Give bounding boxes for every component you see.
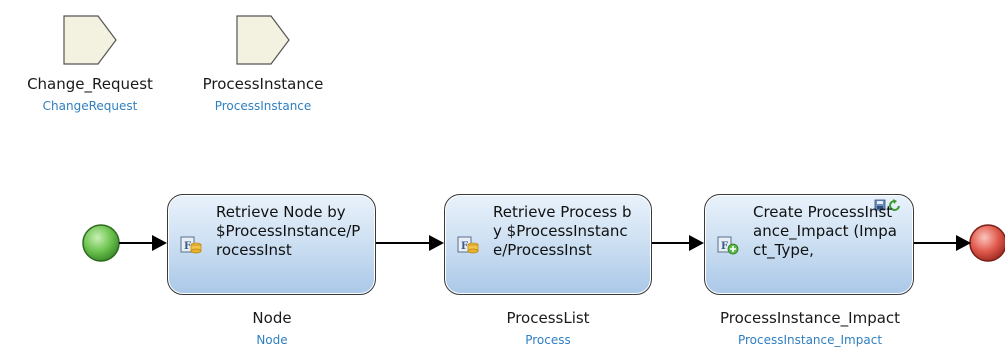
sequence-flow-3[interactable] <box>652 235 704 251</box>
activity-retrieve-process[interactable]: F Retrieve Process by $ProcessInstance/P… <box>444 194 652 295</box>
create-object-icon: F <box>717 236 739 255</box>
sequence-flow-4[interactable] <box>914 235 971 251</box>
svg-text:F: F <box>461 241 468 252</box>
start-event-icon[interactable] <box>82 224 120 262</box>
commit-icon <box>874 199 886 211</box>
sequence-flow-1[interactable] <box>119 235 167 251</box>
end-event-icon[interactable] <box>969 224 1005 262</box>
output-variable-name: ProcessList <box>506 309 590 327</box>
parameter-name: Change_Request <box>27 75 153 93</box>
parameter-shape-process-instance[interactable] <box>236 15 290 65</box>
svg-text:F: F <box>721 241 728 252</box>
output-variable-type: Node <box>256 333 288 347</box>
activity-badges <box>874 199 900 211</box>
activity-retrieve-node[interactable]: F Retrieve Node by $ProcessInstance/Proc… <box>167 194 376 295</box>
parameter-name: ProcessInstance <box>202 75 324 93</box>
refresh-icon <box>889 199 900 211</box>
sequence-flow-2[interactable] <box>376 235 444 251</box>
activity-caption: Retrieve Node by $ProcessInstance/Proces… <box>216 203 361 259</box>
output-variable-name: ProcessInstance_Impact <box>719 309 901 327</box>
svg-text:F: F <box>184 241 191 252</box>
output-variable-type: ProcessInstance_Impact <box>737 333 883 347</box>
activity-create-object[interactable]: F Create ProcessInstance_Impact (Impact_… <box>704 194 914 295</box>
retrieve-icon: F <box>180 236 202 254</box>
parameter-type: ChangeRequest <box>42 99 138 113</box>
output-variable-name: Node <box>252 309 292 327</box>
parameter-type: ProcessInstance <box>214 99 312 113</box>
activity-caption: Create ProcessInstance_Impact (Impact_Ty… <box>753 203 897 259</box>
parameter-shape-change-request[interactable] <box>63 15 117 65</box>
output-variable-type: Process <box>525 333 571 347</box>
activity-caption: Retrieve Process by $ProcessInstance/Pro… <box>493 203 632 259</box>
retrieve-icon: F <box>457 236 479 254</box>
